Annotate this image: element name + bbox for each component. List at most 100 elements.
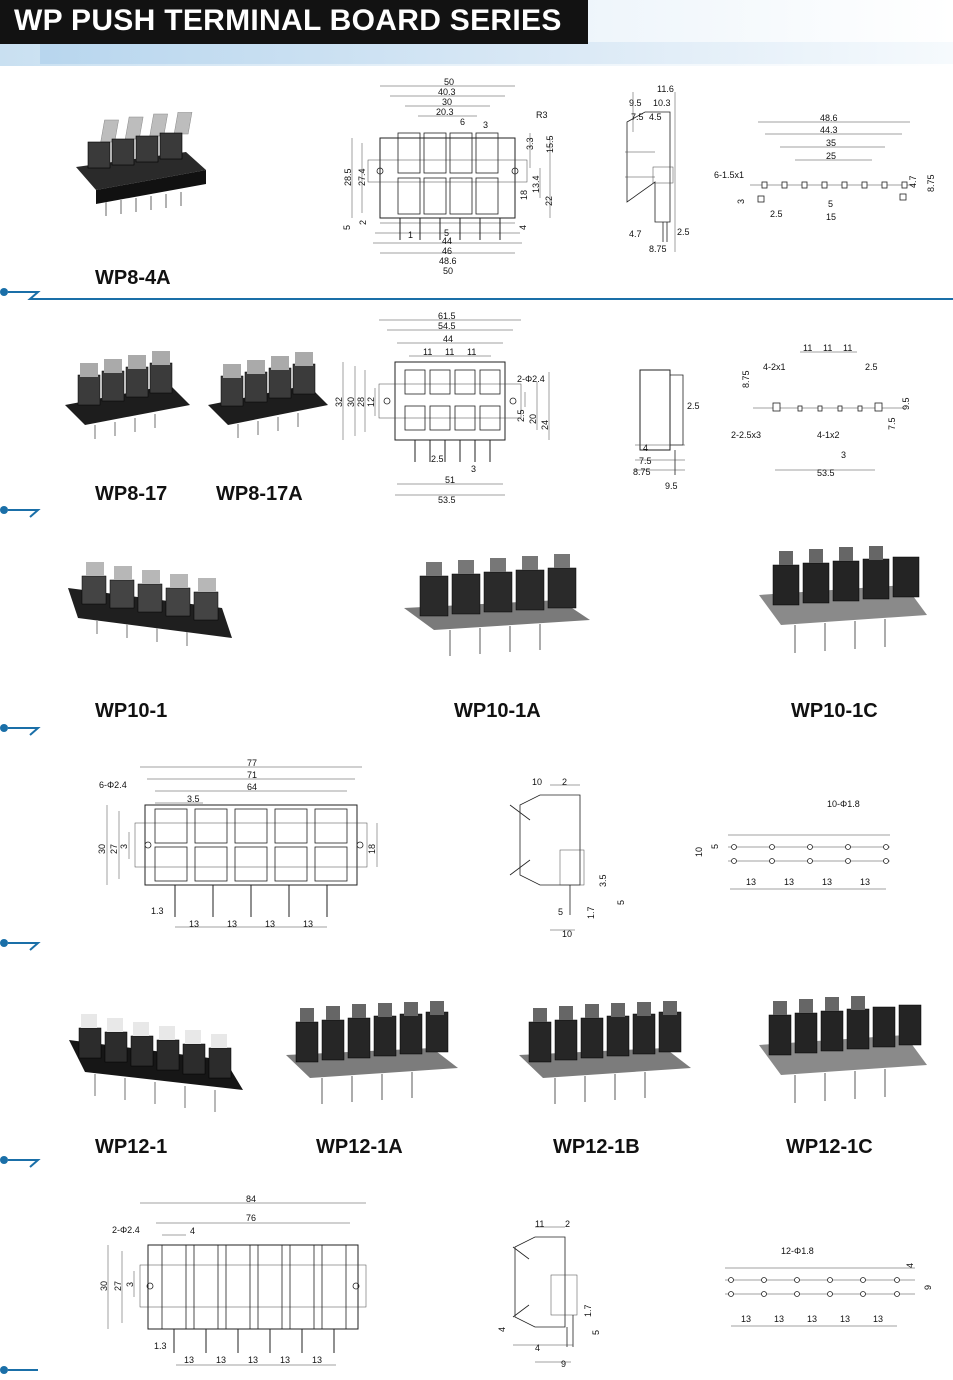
dimension-label: 13 xyxy=(784,877,794,887)
dimension-label: 2-2.5x3 xyxy=(731,430,761,440)
dimension-label: 30 xyxy=(442,97,452,107)
dimension-label: 27.4 xyxy=(357,168,367,186)
dimension-label: 77 xyxy=(247,758,257,768)
dimension-label: 4 xyxy=(535,1343,540,1353)
dimension-label: 2.5 xyxy=(687,401,700,411)
dimension-label: 8.75 xyxy=(926,174,936,192)
dimension-label: 6-1.5x1 xyxy=(714,170,744,180)
dimension-label: 13 xyxy=(822,877,832,887)
dimension-label: 2.5 xyxy=(770,209,783,219)
section-divider xyxy=(0,938,953,952)
dimension-label: 4.5 xyxy=(649,112,662,122)
dimension-label: 8.75 xyxy=(649,244,667,254)
dimension-label: 20 xyxy=(528,414,538,424)
dimension-label: 5 xyxy=(444,228,449,238)
dimension-label: 9 xyxy=(561,1359,566,1369)
dimension-label: 8.75 xyxy=(741,370,751,388)
product-photo-wp12-1c xyxy=(755,995,930,1115)
dimension-label: 7.5 xyxy=(887,417,897,430)
product-photo-wp8-17a xyxy=(203,350,333,445)
dimension-label: 13 xyxy=(840,1314,850,1324)
dimension-label: 44 xyxy=(443,334,453,344)
dimension-label: 3 xyxy=(483,120,488,130)
dimension-label: 3 xyxy=(736,199,746,204)
dimension-label: 84 xyxy=(246,1194,256,1204)
dimension-label: 10.3 xyxy=(653,98,671,108)
dimension-label: 9.5 xyxy=(665,481,678,491)
dimension-label: 13.4 xyxy=(531,175,541,193)
dimension-label: 9.5 xyxy=(901,397,911,410)
dimension-label: 1.7 xyxy=(586,906,596,919)
dimension-label: 11 xyxy=(423,347,432,357)
header-title-bar: WP PUSH TERMINAL BOARD SERIES xyxy=(0,0,588,44)
dimension-label: 27 xyxy=(109,844,119,854)
dimension-label: 4 xyxy=(497,1327,507,1332)
drawing-wp8-17-pcb: 11 11 11 4-2x1 8.75 2.5 9.5 2-2.5x3 4-1x… xyxy=(725,340,925,480)
dimension-label: 1.7 xyxy=(583,1304,593,1317)
dimension-label: 5 xyxy=(710,844,720,849)
dimension-label: 2 xyxy=(358,220,368,225)
product-photo-wp10-1a xyxy=(400,548,595,673)
dimension-label: R3 xyxy=(536,110,548,120)
section-divider xyxy=(0,1365,953,1379)
dimension-label: 24 xyxy=(540,420,550,430)
dimension-label: 11 xyxy=(823,343,832,353)
model-label-wp8-17a: WP8-17A xyxy=(216,483,303,505)
dimension-label: 20.3 xyxy=(436,107,454,117)
dimension-label: 13 xyxy=(184,1355,194,1365)
dimension-label: 10 xyxy=(694,847,704,857)
dimension-label: 11 xyxy=(445,347,454,357)
drawing-wp8-17-side: 2.5 4 7.5 8.75 9.5 xyxy=(625,365,705,495)
dimension-label: 46 xyxy=(442,246,452,256)
dimension-label: 6 xyxy=(460,117,465,127)
dimension-label: 6-Φ2.4 xyxy=(99,780,127,790)
dimension-label: 2-Φ2.4 xyxy=(112,1225,140,1235)
dimension-label: 10 xyxy=(562,929,572,939)
dimension-label: 4-2x1 xyxy=(763,362,786,372)
dimension-label: 1.3 xyxy=(154,1341,167,1351)
dimension-label: 4 xyxy=(905,1263,915,1268)
dimension-label: 48.6 xyxy=(439,256,457,266)
dimension-label: 15 xyxy=(826,212,836,222)
dimension-label: 13 xyxy=(216,1355,226,1365)
dimension-label: 25 xyxy=(826,151,836,161)
dimension-label: 11 xyxy=(535,1219,544,1229)
dimension-label: 2 xyxy=(562,777,567,787)
dimension-label: 40.3 xyxy=(438,87,456,97)
dimension-label: 3 xyxy=(841,450,846,460)
drawing-wp12-front: 84 76 2-Φ2.4 4 30 27 3 1.3 13 13 13 13 1… xyxy=(100,1193,375,1373)
dimension-label: 1.3 xyxy=(151,906,164,916)
section-divider xyxy=(0,505,953,519)
dimension-label: 11 xyxy=(843,343,852,353)
dimension-label: 5 xyxy=(591,1330,601,1335)
product-photo-wp8-17 xyxy=(60,345,195,445)
dimension-label: 44 xyxy=(442,236,452,246)
model-label-wp12-1c: WP12-1C xyxy=(786,1136,873,1158)
dimension-label: 35 xyxy=(826,138,836,148)
model-label-wp8-17: WP8-17 xyxy=(95,483,168,505)
drawing-wp8-4a-pcb: 48.6 44.3 35 25 6-1.5x1 4.7 8.75 3 2.5 5… xyxy=(710,110,940,225)
dimension-label: 5 xyxy=(558,907,563,917)
dimension-label: 13 xyxy=(265,919,275,929)
drawing-wp10-front: 77 71 64 6-Φ2.4 3.5 30 27 3 18 1.3 13 13… xyxy=(95,757,390,937)
dimension-label: 3 xyxy=(471,464,476,474)
dimension-label: 30 xyxy=(97,844,107,854)
section-divider xyxy=(0,723,953,737)
dimension-label: 13 xyxy=(746,877,756,887)
dimension-label: 13 xyxy=(280,1355,290,1365)
dimension-label: 9.5 xyxy=(629,98,642,108)
dimension-label: 13 xyxy=(860,877,870,887)
dimension-label: 1 xyxy=(408,230,413,240)
dimension-label: 13 xyxy=(303,919,313,929)
dimension-label: 11 xyxy=(467,347,476,357)
dimension-label: 13 xyxy=(227,919,237,929)
dimension-label: 7.5 xyxy=(639,456,652,466)
dimension-label: 51 xyxy=(445,475,455,485)
dimension-label: 4.7 xyxy=(629,229,642,239)
model-label-wp10-1a: WP10-1A xyxy=(454,700,541,722)
dimension-label: 30 xyxy=(346,397,356,407)
model-label-wp12-1: WP12-1 xyxy=(95,1136,168,1158)
dimension-label: 7.5 xyxy=(631,112,644,122)
dimension-label: 61.5 xyxy=(438,312,456,321)
dimension-label: 9 xyxy=(923,1285,933,1290)
